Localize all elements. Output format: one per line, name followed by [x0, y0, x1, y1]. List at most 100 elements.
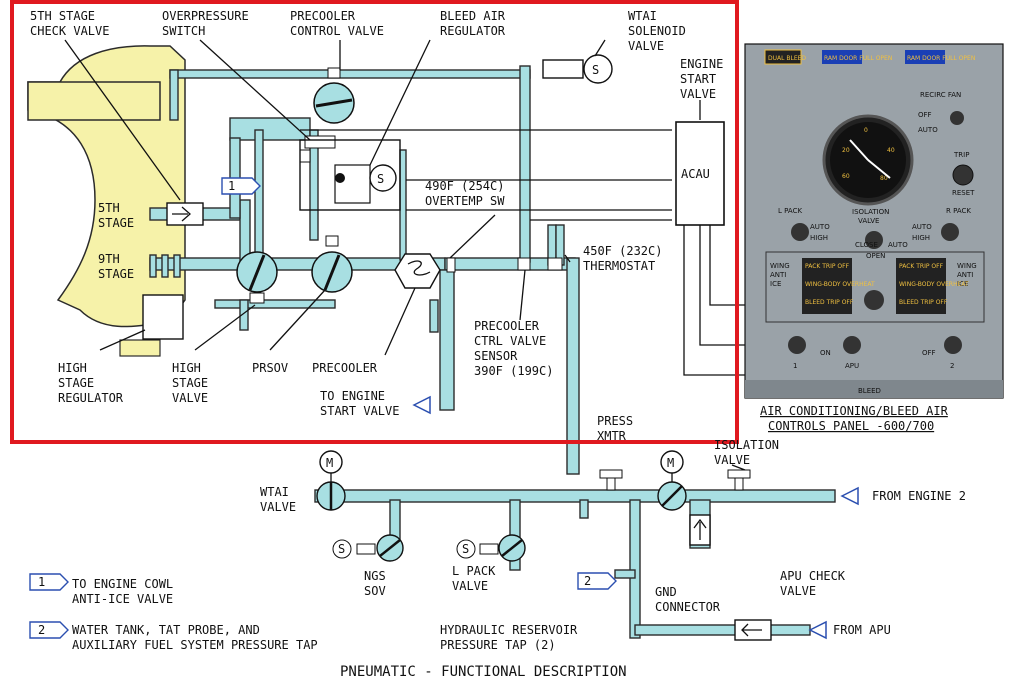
apu-label: APU [845, 362, 859, 370]
gnd-connector [689, 514, 711, 546]
check-valve-label-1: 5TH STAGE [30, 9, 95, 23]
motor-label-1: M [326, 456, 333, 470]
ann-r-3: BLEED TRIP OFF [899, 299, 948, 306]
ngs-label-1: NGS [364, 569, 386, 583]
press-xmtr-label-2: XMTR [597, 429, 627, 443]
ann-l-1: PACK TRIP OFF [805, 263, 850, 270]
overtemp-label-1: 490F (254C) [425, 179, 504, 193]
thermostat-label-1: 450F (232C) [583, 244, 662, 258]
motor-label-2: M [667, 456, 674, 470]
precooler-control-valve [313, 67, 355, 124]
wai-label-r2: ANTI [957, 271, 973, 279]
ram-door-light-1: RAM DOOR FULL OPEN [824, 55, 892, 62]
hs-valve-label-2: STAGE [172, 376, 208, 390]
bleed-air-regulator: S [299, 139, 401, 211]
stage5-label-2: STAGE [98, 216, 134, 230]
apu-check-label-2: VALVE [780, 584, 816, 598]
solenoid-label-2: S [592, 63, 599, 77]
iso-auto: AUTO [888, 241, 908, 249]
hyd-res-label-1: HYDRAULIC RESERVOIR [440, 623, 578, 637]
note-2-line-2: AUXILIARY FUEL SYSTEM PRESSURE TAP [72, 638, 318, 652]
ngs-sov: S [332, 534, 404, 562]
solenoid-label-1: S [377, 172, 384, 186]
engine-start-label-3: VALVE [680, 87, 716, 101]
bleed-1-switch[interactable] [788, 336, 806, 354]
to-engine-start-label-2: START VALVE [320, 404, 399, 418]
wai-label-1: WING [770, 262, 790, 270]
panel-bleed-label: BLEED [858, 387, 881, 395]
gnd-label-1: GND [655, 585, 677, 599]
precooler-label: PRECOOLER [312, 361, 378, 375]
trip-reset-2[interactable] [864, 290, 884, 310]
recirc-fan-switch[interactable] [950, 111, 964, 125]
recirc-fan-label: RECIRC FAN [920, 91, 961, 99]
engine-start-label-2: START [680, 72, 716, 86]
iso-open: OPEN [866, 252, 885, 260]
reset-label: RESET [952, 189, 975, 197]
from-engine2-label: FROM ENGINE 2 [872, 489, 966, 503]
gauge-num-0: 0 [864, 127, 868, 134]
press-xmtr [599, 469, 623, 491]
bleed-on: ON [820, 349, 831, 357]
recirc-auto: AUTO [918, 126, 938, 134]
pcv-sensor-label-4: 390F (199C) [474, 364, 553, 378]
trip-reset-button[interactable] [952, 164, 974, 186]
overpressure-label-1: OVERPRESSURE [162, 9, 249, 23]
pcv-label-2: CONTROL VALVE [290, 24, 384, 38]
dual-bleed-light: DUAL BLEED [768, 55, 806, 62]
note-marker-1: 1 [228, 179, 235, 193]
isolation-label-2: VALVE [714, 453, 750, 467]
isolation-valve-switch[interactable] [865, 231, 883, 249]
apu-bleed-switch[interactable] [843, 336, 861, 354]
apu-check-valve [734, 619, 772, 641]
gauge-num-60: 60 [842, 173, 850, 180]
wai-label-3: ICE [770, 280, 781, 288]
precooler-unit [394, 253, 441, 289]
prsov-label: PRSOV [252, 361, 288, 375]
l-pack-high: HIGH [810, 234, 828, 242]
note-marker-2: 2 [584, 574, 591, 588]
l-pack-switch[interactable] [791, 223, 809, 241]
note-2-num: 2 [38, 623, 45, 637]
isolation-label-1: ISOLATION [714, 438, 779, 452]
wai-label-2: ANTI [770, 271, 786, 279]
r-pack-high: HIGH [912, 234, 930, 242]
gauge-num-80: 80 [880, 175, 888, 182]
high-stage-regulator [142, 294, 184, 340]
ram-door-light-2: RAM DOOR FULL OPEN [907, 55, 975, 62]
signal-lines [300, 129, 770, 376]
bleed-2-switch[interactable] [944, 336, 962, 354]
overtemp-label-2: OVERTEMP SW [425, 194, 505, 208]
prsov-valve [311, 235, 353, 293]
bleed-reg-label-2: REGULATOR [440, 24, 506, 38]
wtai-valve-label-1: WTAI [260, 485, 289, 499]
note-1-line-2: ANTI-ICE VALVE [72, 592, 173, 606]
gauge-num-20: 20 [842, 147, 850, 154]
highlight-frame [10, 0, 739, 444]
isolation-cap [727, 469, 751, 491]
flow-arrows: 1 2 [221, 177, 859, 640]
hs-valve-label-3: VALVE [172, 391, 208, 405]
gnd-label-2: CONNECTOR [655, 600, 721, 614]
note-2-line-1: WATER TANK, TAT PROBE, AND [72, 623, 260, 637]
iso-close: CLOSE [855, 241, 878, 249]
note-1-line-1: TO ENGINE COWL [72, 577, 173, 591]
r-pack-switch[interactable] [941, 223, 959, 241]
press-xmtr-label-1: PRESS [597, 414, 633, 428]
wtai-valve-label-2: VALVE [260, 500, 296, 514]
isolation-valve: M [657, 450, 687, 511]
solenoid-label-4: S [462, 542, 469, 556]
l-pack-valve-label-2: VALVE [452, 579, 488, 593]
pcv-sensor-label-1: PRECOOLER [474, 319, 540, 333]
thermostat-label-2: THERMOSTAT [583, 259, 655, 273]
ann-l-2: WING-BODY OVERHEAT [805, 281, 875, 288]
pcv-sensor-label-3: SENSOR [474, 349, 518, 363]
gauge-num-40: 40 [887, 147, 895, 154]
ann-r-2: WING-BODY OVERHEAT [899, 281, 969, 288]
ann-l-3: BLEED TRIP OFF [805, 299, 854, 306]
bleed-2-label: 2 [950, 362, 954, 370]
wtai-solenoid-valve: S [542, 54, 613, 84]
r-pack-label: R PACK [946, 207, 971, 215]
l-pack-label: L PACK [778, 207, 802, 215]
